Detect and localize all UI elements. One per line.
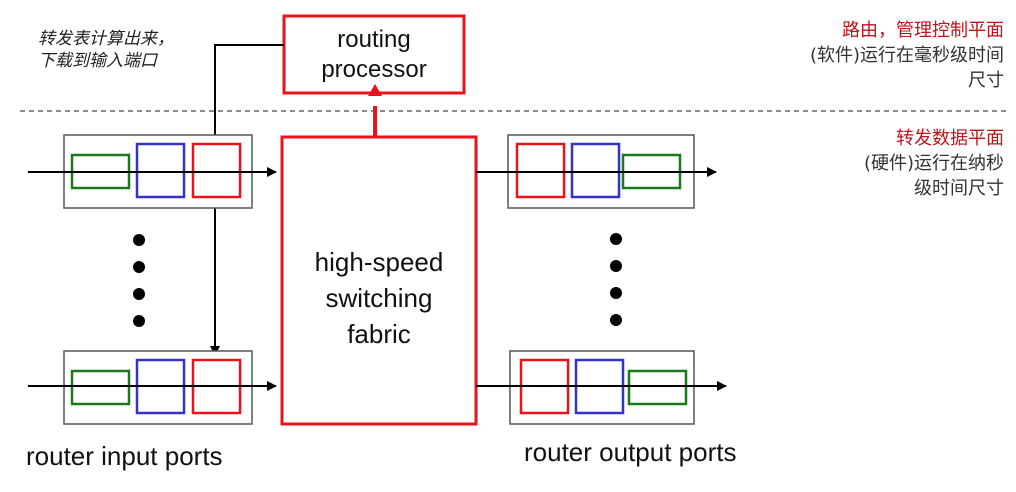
data-plane-note: 转发数据平面 (硬件)运行在纳秒 级时间尺寸 <box>864 126 1004 201</box>
control-plane-line-2: 尺寸 <box>968 70 1004 91</box>
queue-slot-blue <box>135 142 186 199</box>
output-port-bottom <box>476 350 727 425</box>
routing-processor-box <box>282 14 466 95</box>
queue-slot-red <box>191 142 242 199</box>
queue-slot-red <box>515 142 566 199</box>
switching-fabric-line-2: switching <box>325 283 433 313</box>
routing-processor-line-2: processor <box>321 56 427 83</box>
annotation-line-2: 下载到输入端口 <box>38 51 157 71</box>
output-ports-label: router output ports <box>524 437 737 467</box>
download-annotation: 转发表计算出来， 下载到输入端口 <box>38 28 174 72</box>
switching-fabric-box <box>280 135 478 426</box>
processor-fabric-arrow-up <box>368 84 382 96</box>
routing-processor-label: routing processor <box>284 25 464 85</box>
forwarding-table-download-line <box>210 44 284 356</box>
queue-slot-green <box>70 369 131 406</box>
switching-fabric-line-3: fabric <box>347 319 411 349</box>
data-plane-line-2: 级时间尺寸 <box>914 178 1004 199</box>
data-plane-title: 转发数据平面 <box>896 128 1004 149</box>
output-ports-ellipsis <box>610 233 622 326</box>
routing-processor-line-1: routing <box>337 26 411 53</box>
switching-fabric-label: high-speed switching fabric <box>282 244 476 352</box>
input-ports-label: router input ports <box>26 441 223 471</box>
queue-slot-blue <box>570 142 621 199</box>
annotation-line-1: 转发表计算出来， <box>38 29 174 49</box>
control-plane-line-1: (软件)运行在毫秒级时间 <box>809 45 1004 66</box>
input-port-bottom <box>28 350 277 425</box>
output-port-top <box>476 134 717 209</box>
input-port-top <box>28 134 277 209</box>
control-plane-title: 路由，管理控制平面 <box>842 20 1004 41</box>
data-plane-line-1: (硬件)运行在纳秒 <box>863 153 1004 174</box>
input-ports-ellipsis <box>133 234 145 327</box>
queue-slot-green <box>627 369 688 406</box>
control-plane-note: 路由，管理控制平面 (软件)运行在毫秒级时间 尺寸 <box>810 18 1004 93</box>
switching-fabric-line-1: high-speed <box>314 247 444 277</box>
